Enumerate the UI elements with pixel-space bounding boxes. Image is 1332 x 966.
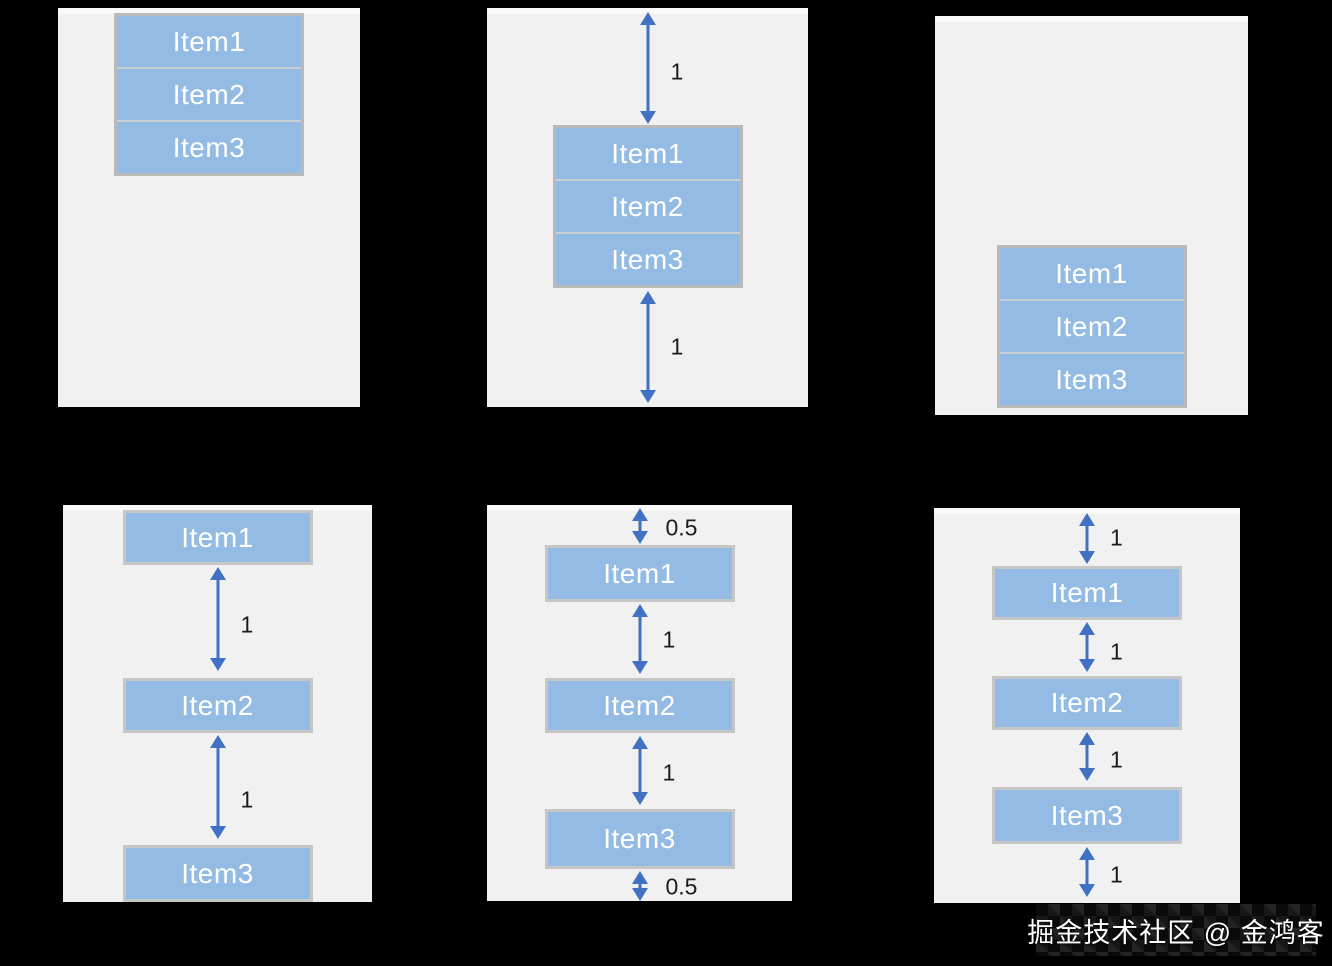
spacing-ratio-label: 1 — [670, 333, 684, 360]
vertical-double-arrow-icon — [209, 735, 227, 839]
flex-item-label: Item3 — [603, 823, 676, 854]
flex-item-label: Item1 — [611, 137, 684, 169]
flex-item: Item3 — [122, 845, 313, 902]
vertical-double-arrow-icon — [631, 508, 649, 544]
spacing-ratio-label: 1 — [670, 58, 684, 85]
flex-item: Item1 — [555, 128, 740, 179]
arrow-shaft — [638, 746, 641, 795]
arrow-shaft — [646, 301, 649, 393]
watermark-badge: 掘金技术社区 @ 金鸿客 — [1027, 904, 1324, 956]
panel-flex-end: Item1 Item2 Item3 — [935, 16, 1248, 415]
watermark-text: 掘金技术社区 @ 金鸿客 — [1027, 917, 1325, 948]
item-group: Item1 Item2 Item3 — [996, 245, 1187, 408]
flex-item-label: Item2 — [603, 689, 676, 721]
spacing-ratio-label: 1 — [240, 786, 254, 813]
arrow-shaft — [216, 745, 219, 829]
spacing-ratio-label: 1 — [662, 759, 676, 786]
vertical-double-arrow-icon — [209, 567, 227, 671]
panel-flex-start: Item1 Item2 Item3 — [58, 8, 360, 407]
spacing-ratio-label: 1 — [1110, 746, 1123, 773]
flex-item: Item2 — [992, 676, 1182, 730]
flex-item-label: Item3 — [172, 131, 246, 163]
flex-item-label: Item1 — [1050, 577, 1124, 608]
flex-item: Item2 — [544, 678, 735, 733]
panel-center: 1 Item1 Item2 Item3 1 — [487, 8, 808, 407]
vertical-double-arrow-icon — [1078, 622, 1096, 672]
item-group: Item1 Item2 Item3 — [552, 125, 743, 288]
arrow-shaft — [1085, 632, 1089, 662]
panel-space-between: Item1 1 Item2 1 Item3 — [63, 505, 372, 902]
flex-item: Item3 — [555, 232, 740, 285]
arrow-shaft — [1085, 523, 1089, 554]
flex-item-label: Item2 — [1055, 310, 1128, 342]
vertical-double-arrow-icon — [1078, 732, 1096, 781]
item-group: Item1 Item2 Item3 — [114, 13, 304, 176]
flex-item: Item2 — [122, 678, 313, 733]
vertical-double-arrow-icon — [639, 291, 657, 403]
flex-item: Item1 — [122, 510, 313, 565]
spacing-ratio-label: 1 — [240, 611, 254, 638]
flex-item-label: Item2 — [181, 689, 254, 721]
flex-item-label: Item2 — [611, 190, 684, 222]
arrow-shaft — [638, 518, 641, 534]
spacing-ratio-label: 1 — [1110, 861, 1123, 888]
vertical-double-arrow-icon — [1078, 847, 1096, 897]
flex-item: Item3 — [999, 352, 1184, 405]
flex-item-label: Item2 — [1050, 687, 1124, 718]
spacing-ratio-label: 1 — [662, 626, 676, 653]
panel-space-around: 0.5 Item1 1 Item2 1 Item3 0.5 — [487, 505, 792, 901]
flex-item-label: Item3 — [611, 243, 684, 275]
arrow-shaft — [1085, 857, 1089, 887]
flex-item-label: Item1 — [1055, 257, 1128, 289]
arrow-shaft — [638, 614, 641, 664]
flex-item: Item1 — [544, 545, 735, 602]
flex-item: Item1 — [992, 566, 1182, 620]
flex-item-label: Item2 — [172, 78, 246, 110]
arrow-shaft — [646, 22, 649, 114]
spacing-ratio-label: 1 — [1110, 638, 1123, 665]
vertical-double-arrow-icon — [639, 12, 657, 124]
arrow-shaft — [216, 577, 219, 661]
flex-item: Item3 — [544, 809, 735, 869]
flex-item-label: Item3 — [181, 857, 254, 889]
arrow-shaft — [638, 881, 641, 891]
flex-item: Item2 — [999, 299, 1184, 352]
flex-item-label: Item3 — [1050, 799, 1124, 831]
spacing-ratio-label: 0.5 — [665, 514, 698, 541]
flex-item: Item3 — [992, 787, 1182, 844]
vertical-double-arrow-icon — [1078, 513, 1096, 564]
vertical-double-arrow-icon — [631, 736, 649, 805]
flex-item-label: Item3 — [1055, 363, 1128, 395]
vertical-double-arrow-icon — [631, 871, 649, 901]
flex-item: Item3 — [117, 120, 301, 173]
flex-item-label: Item1 — [172, 25, 246, 57]
flex-item: Item2 — [117, 67, 301, 120]
flex-item: Item1 — [117, 16, 301, 67]
flex-item-label: Item1 — [603, 557, 676, 589]
panel-space-evenly: 1 Item1 1 Item2 1 Item3 1 — [934, 508, 1240, 903]
spacing-ratio-label: 1 — [1110, 524, 1123, 551]
flex-item: Item1 — [999, 248, 1184, 299]
arrow-shaft — [1085, 742, 1089, 771]
spacing-ratio-label: 0.5 — [665, 873, 698, 900]
flex-item-label: Item1 — [181, 521, 254, 553]
vertical-double-arrow-icon — [631, 604, 649, 674]
flex-item: Item2 — [555, 179, 740, 232]
